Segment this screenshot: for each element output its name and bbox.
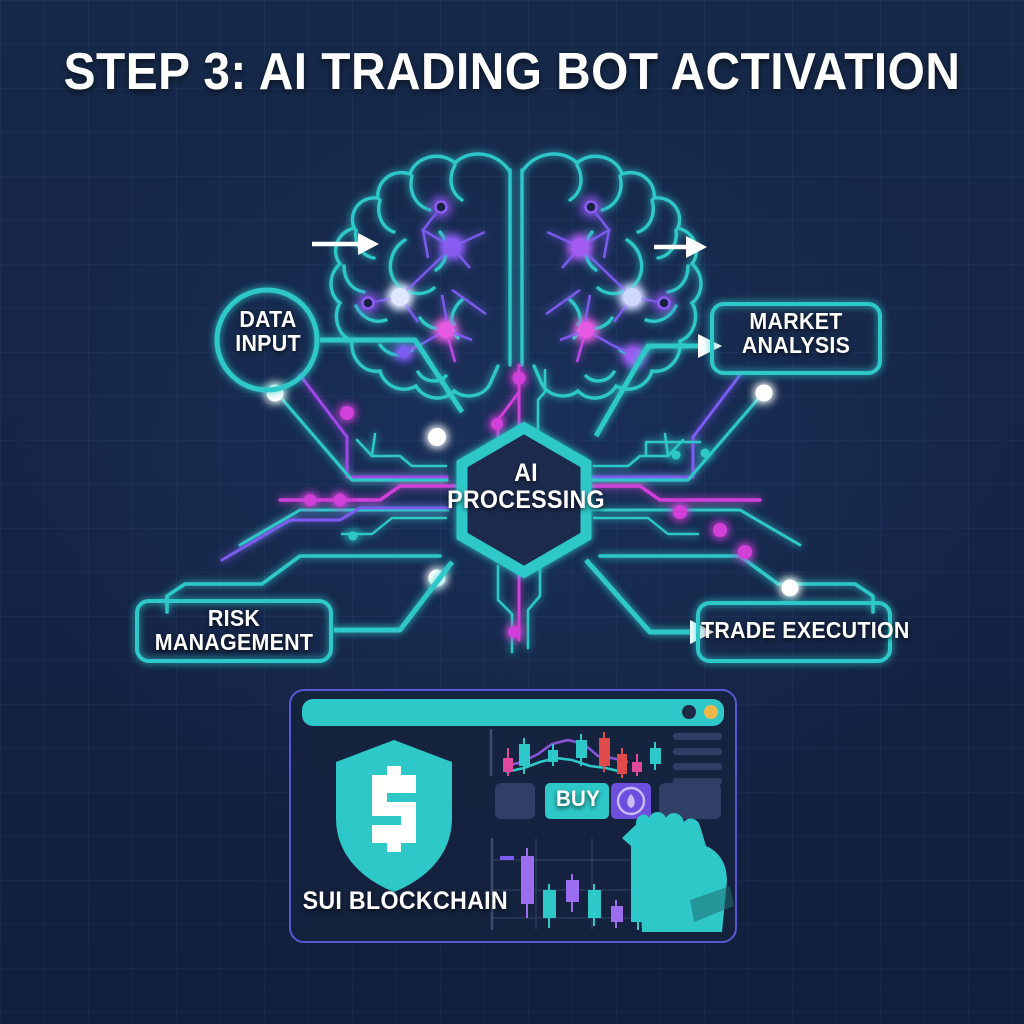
page-title: STEP 3: AI TRADING BOT ACTIVATION <box>63 43 961 101</box>
flow-arrow-left <box>312 233 379 255</box>
pointing-hand-cursor <box>622 812 734 932</box>
ai-brain-illustration <box>329 152 703 400</box>
node-market-analysis[interactable] <box>710 302 882 375</box>
connector-arrowheads <box>690 334 722 644</box>
sui-token-icon <box>616 786 646 816</box>
dashboard-button-row <box>495 783 721 819</box>
browser-titlebar <box>302 699 724 726</box>
sui-shield-badge <box>336 740 452 892</box>
buy-button <box>545 783 609 819</box>
node-risk-management[interactable] <box>135 599 333 663</box>
browser-window <box>289 689 737 943</box>
node-connectors <box>320 337 700 635</box>
arrowhead-trade-execution <box>690 620 714 644</box>
node-ai-processing[interactable] <box>456 421 592 579</box>
flow-arrow-right <box>654 236 707 258</box>
circuit-traces <box>165 363 875 654</box>
titlebar-dot-dark <box>682 705 696 719</box>
upper-candlestick-chart <box>489 729 661 778</box>
node-data-input[interactable] <box>214 287 320 393</box>
placeholder-button-right <box>659 783 721 819</box>
dollar-sign-icon <box>372 766 416 852</box>
node-trade-execution[interactable] <box>696 601 892 663</box>
placeholder-button-left <box>495 783 535 819</box>
titlebar-dot-yellow <box>704 705 718 719</box>
